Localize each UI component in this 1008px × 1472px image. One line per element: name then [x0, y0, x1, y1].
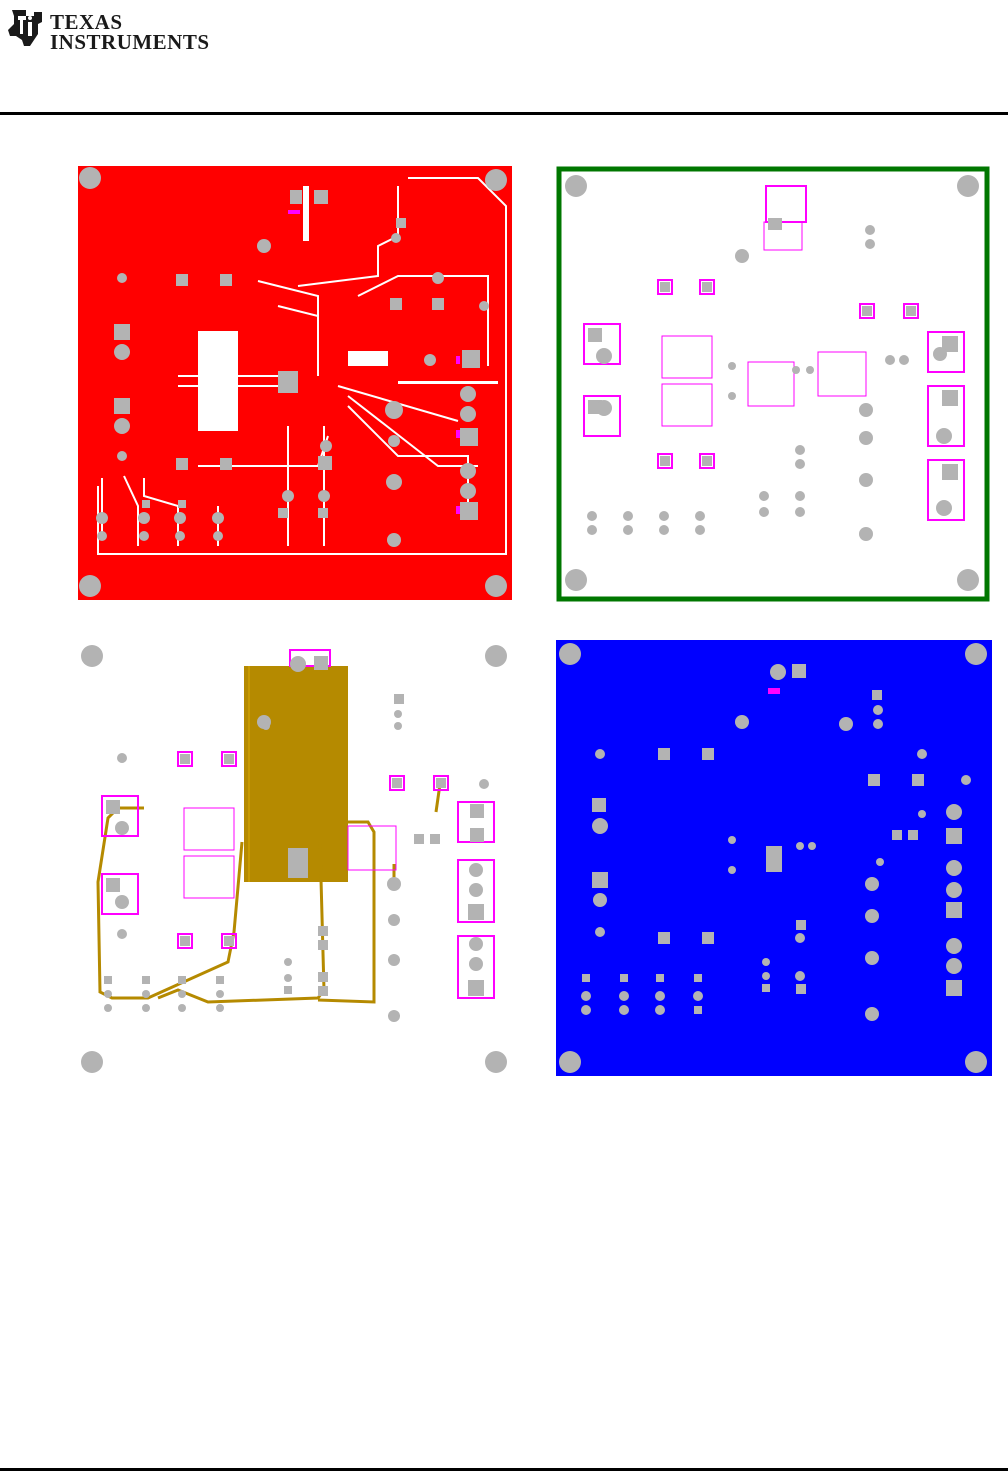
inner-layer-1-panel: [556, 166, 990, 602]
company-name-line2: Instruments: [50, 32, 210, 52]
top-layer-panel: [78, 166, 512, 600]
bottom-layer-panel: [556, 640, 992, 1076]
ti-logo-icon: [4, 6, 48, 50]
footer-rule: [0, 1468, 1008, 1471]
ti-logo: Texas Instruments: [4, 6, 204, 50]
header-rule: [0, 112, 1008, 115]
company-name-line1: Texas: [50, 12, 210, 32]
inner-layer-2-panel: [78, 642, 512, 1076]
